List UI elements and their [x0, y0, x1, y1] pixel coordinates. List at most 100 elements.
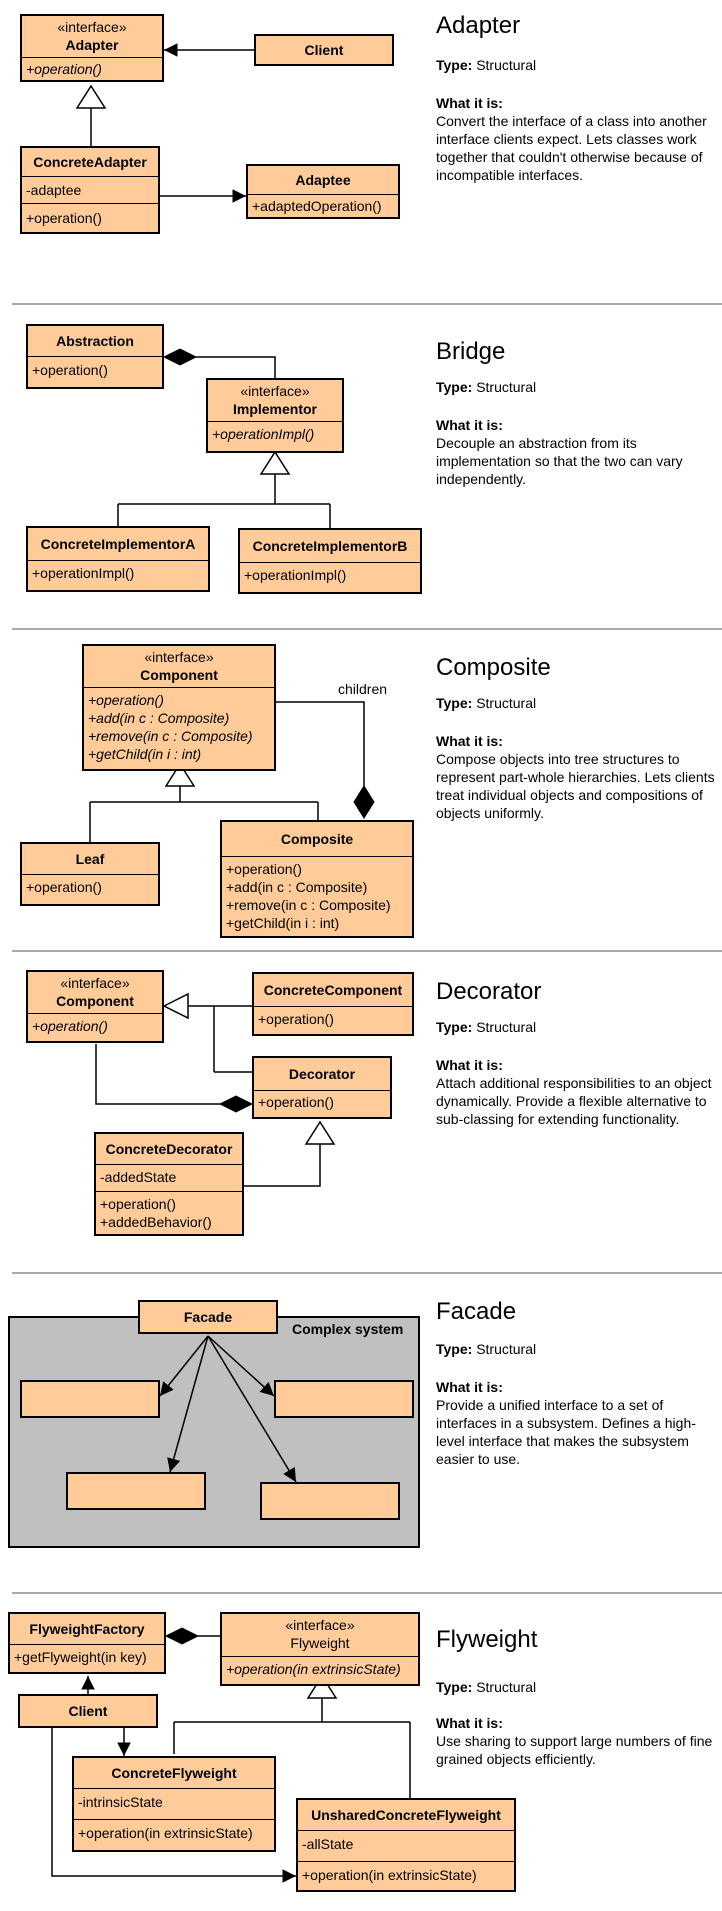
type-label: Type: — [436, 1341, 473, 1357]
pattern-title: Facade — [436, 1298, 517, 1325]
operation: +addedBehavior() — [100, 1214, 212, 1230]
pattern-title: Flyweight — [436, 1626, 538, 1653]
bridge-connectors — [117, 348, 331, 528]
section-divider — [12, 1592, 722, 1594]
subsystem-class-box — [20, 1380, 160, 1418]
composite-connectors — [89, 701, 375, 842]
subsystem-class-box — [274, 1380, 414, 1418]
pattern-description: Compose objects into tree structures to … — [436, 751, 715, 821]
pattern-description: Decouple an abstraction from its impleme… — [436, 435, 683, 487]
stereotype-label: «interface» — [57, 19, 127, 35]
flyweight-section: FlyweightFactory +getFlyweight(in key) «… — [0, 1594, 722, 1911]
class-name: Leaf — [75, 851, 105, 867]
client-box: Client — [254, 34, 394, 66]
pattern-description: Attach additional responsibilities to an… — [436, 1075, 712, 1127]
component-interface-box: «interface»Component +operation() +add(i… — [82, 644, 276, 771]
class-name: ConcreteFlyweight — [111, 1765, 237, 1781]
concrete-decorator-box: ConcreteDecorator -addedState +operation… — [94, 1132, 244, 1236]
pattern-description: Provide a unified interface to a set of … — [436, 1397, 696, 1467]
stereotype-label: «interface» — [240, 383, 310, 399]
type-value: Structural — [476, 1679, 537, 1695]
concrete-implementor-b-box: ConcreteImplementorB +operationImpl() — [238, 528, 422, 594]
what-it-is-label: What it is: — [436, 1057, 503, 1073]
facade-box: Facade — [138, 1300, 278, 1334]
unshared-concrete-flyweight-box: UnsharedConcreteFlyweight -allState +ope… — [296, 1798, 516, 1892]
operation: +operation() — [32, 362, 108, 378]
operation: +operationImpl() — [32, 565, 135, 581]
stereotype-label: «interface» — [60, 975, 130, 991]
what-it-is-label: What it is: — [436, 1379, 503, 1395]
leaf-box: Leaf +operation() — [20, 842, 160, 906]
operation: +operation() — [258, 1094, 334, 1110]
decorator-box: Decorator +operation() — [252, 1056, 392, 1119]
type-value: Structural — [476, 1341, 537, 1357]
adapter-connectors — [75, 43, 254, 203]
attribute: -allState — [302, 1836, 354, 1852]
class-name: UnsharedConcreteFlyweight — [311, 1807, 501, 1823]
concrete-implementor-a-box: ConcreteImplementorA +operationImpl() — [26, 526, 210, 592]
adaptee-box: Adaptee +adaptedOperation() — [246, 164, 400, 219]
section-divider — [12, 950, 722, 952]
composite-section: children «interface» Component +operation… — [0, 630, 722, 950]
decorator-connectors — [95, 992, 336, 1187]
type-label: Type: — [436, 1679, 473, 1695]
operation: +operation() — [100, 1196, 176, 1212]
pattern-type: Type: Structural — [436, 1678, 536, 1696]
pattern-title: Composite — [436, 654, 551, 681]
operation: +operation() — [26, 210, 102, 226]
class-name: Component — [140, 667, 218, 683]
operation: +remove(in c : Composite) — [88, 728, 253, 744]
type-value: Structural — [476, 57, 537, 73]
operation: +getFlyweight(in key) — [14, 1649, 147, 1665]
operation: +operation(in extrinsicState) — [302, 1867, 477, 1883]
pattern-description: Use sharing to support large numbers of … — [436, 1733, 713, 1767]
attribute: -intrinsicState — [78, 1794, 163, 1810]
pattern-type: Type: Structural — [436, 56, 536, 74]
class-name: Decorator — [288, 1066, 356, 1082]
flyweight-connectors — [51, 1627, 411, 1883]
class-name: Facade — [183, 1309, 233, 1325]
concrete-adapter-box: ConcreteAdapter -adaptee +operation() — [20, 146, 160, 234]
class-name: Component — [56, 993, 134, 1009]
facade-connectors — [159, 1335, 297, 1483]
class-name: Flyweight — [290, 1635, 350, 1651]
operation: +operation() — [258, 1011, 334, 1027]
operation: +getChild(in i : int) — [88, 746, 202, 762]
class-name: Abstraction — [56, 333, 134, 349]
operation: +operationImpl() — [212, 426, 315, 442]
bridge-section: Abstraction +operation() «interface» Impl… — [0, 306, 722, 626]
client-box: Client — [18, 1694, 158, 1728]
class-name: ConcreteAdapter — [33, 154, 147, 170]
pattern-type: Type: Structural — [436, 1340, 536, 1358]
class-name: Client — [304, 42, 344, 58]
what-it-is-label: What it is: — [436, 1715, 503, 1731]
composite-box: Composite +operation() +add(in c : Compo… — [220, 820, 414, 938]
implementor-interface-box: «interface» Implementor +operationImpl() — [206, 378, 344, 453]
class-name: Implementor — [232, 401, 317, 417]
class-name: FlyweightFactory — [29, 1621, 145, 1637]
stereotype-label: «interface» — [285, 1617, 355, 1633]
children-label: children — [338, 681, 388, 697]
operation: +remove(in c : Composite) — [226, 897, 391, 913]
stereotype-label: «interface» — [144, 649, 214, 665]
facade-section: Complex system Facade Facade Type: Struc… — [0, 1274, 722, 1594]
class-name: Adapter — [65, 37, 119, 53]
type-value: Structural — [476, 695, 537, 711]
operation: +getChild(in i : int) — [226, 915, 340, 931]
abstraction-box: Abstraction +operation() — [26, 324, 164, 389]
class-name: Client — [68, 1703, 108, 1719]
section-divider — [12, 628, 722, 630]
class-name: ConcreteComponent — [263, 982, 403, 998]
concrete-flyweight-box: ConcreteFlyweight -intrinsicState +opera… — [72, 1756, 276, 1852]
component-interface-box: «interface»Component +operation() — [26, 970, 164, 1043]
type-label: Type: — [436, 695, 473, 711]
class-name: ConcreteDecorator — [105, 1141, 233, 1157]
operation: +operation() — [26, 879, 102, 895]
class-name: ConcreteImplementorA — [40, 536, 196, 552]
class-name: ConcreteImplementorB — [252, 538, 408, 554]
operation: +operationImpl() — [244, 567, 347, 583]
pattern-type: Type: Structural — [436, 1018, 536, 1036]
class-name: Adaptee — [295, 172, 351, 188]
adapter-interface-box: «interface»Adapter +operation() — [20, 14, 164, 82]
pattern-title: Decorator — [436, 978, 542, 1005]
